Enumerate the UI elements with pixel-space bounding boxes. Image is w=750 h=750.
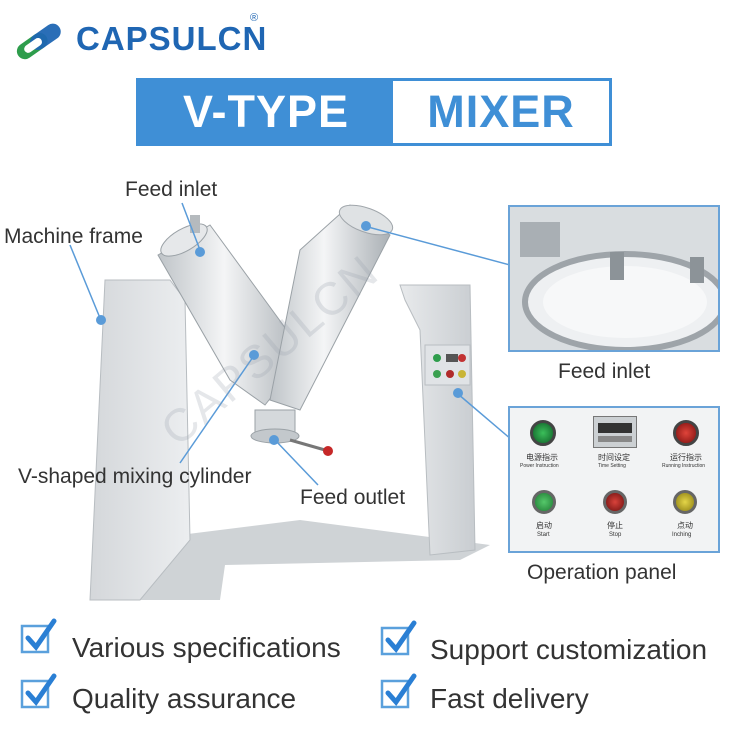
stop-button[interactable] — [603, 490, 627, 514]
running-indicator-light-icon — [673, 420, 699, 446]
feature-support-customization: Support customization — [430, 634, 708, 665]
label-feed-outlet: Feed outlet — [300, 486, 406, 509]
feature-fast-delivery: Fast delivery — [430, 683, 589, 714]
label-v-shaped-cylinder: V-shaped mixing cylinder — [18, 465, 252, 488]
inching-button[interactable] — [673, 490, 697, 514]
checkmark-icon — [380, 673, 417, 709]
checkmark-icon — [380, 620, 417, 656]
label-feed-inlet: Feed inlet — [125, 178, 218, 201]
running-instruction-label: 运行指示 — [670, 453, 702, 462]
title-left: V-TYPE — [139, 81, 393, 143]
time-setting-label: 时间设定 — [598, 453, 630, 462]
power-instruction-label: 电源指示 — [526, 453, 558, 462]
time-setting-display — [593, 416, 637, 448]
inching-label-cn: 点动 — [677, 521, 693, 530]
label-operation-panel: Operation panel — [527, 561, 677, 584]
start-label-cn: 启动 — [536, 521, 552, 530]
checkmark-icon — [20, 618, 57, 654]
power-instruction-sub: Power Instruction — [520, 463, 559, 469]
capsulcn-logo-icon — [16, 23, 61, 60]
stop-label-en: Stop — [609, 532, 622, 538]
inset-operation-panel: 电源指示 Power Instruction 时间设定 Time Setting… — [508, 406, 720, 553]
inching-label-en: Inching — [672, 532, 692, 538]
checkmark-icon — [20, 673, 57, 709]
inset-feed-inlet-photo — [508, 205, 720, 352]
start-button[interactable] — [532, 490, 556, 514]
stop-label-cn: 停止 — [607, 521, 623, 530]
v-mixer-machine-illustration — [69, 202, 513, 601]
feed-inlet-closeup-image — [510, 207, 718, 350]
time-setting-sub: Time Setting — [598, 463, 626, 469]
label-machine-frame: Machine frame — [4, 225, 143, 248]
title-banner: V-TYPE MIXER — [136, 78, 612, 146]
power-indicator-light-icon — [530, 420, 556, 446]
start-label-en: Start — [537, 532, 550, 538]
label-inset-feed-inlet: Feed inlet — [558, 360, 651, 383]
feature-various-specifications: Various specifications — [72, 632, 341, 663]
feature-quality-assurance: Quality assurance — [72, 683, 297, 714]
brand-name: CAPSULCN — [76, 20, 268, 57]
running-instruction-sub: Running Instruction — [662, 463, 706, 469]
registered-mark: ® — [250, 12, 259, 24]
title-right: MIXER — [393, 81, 609, 143]
